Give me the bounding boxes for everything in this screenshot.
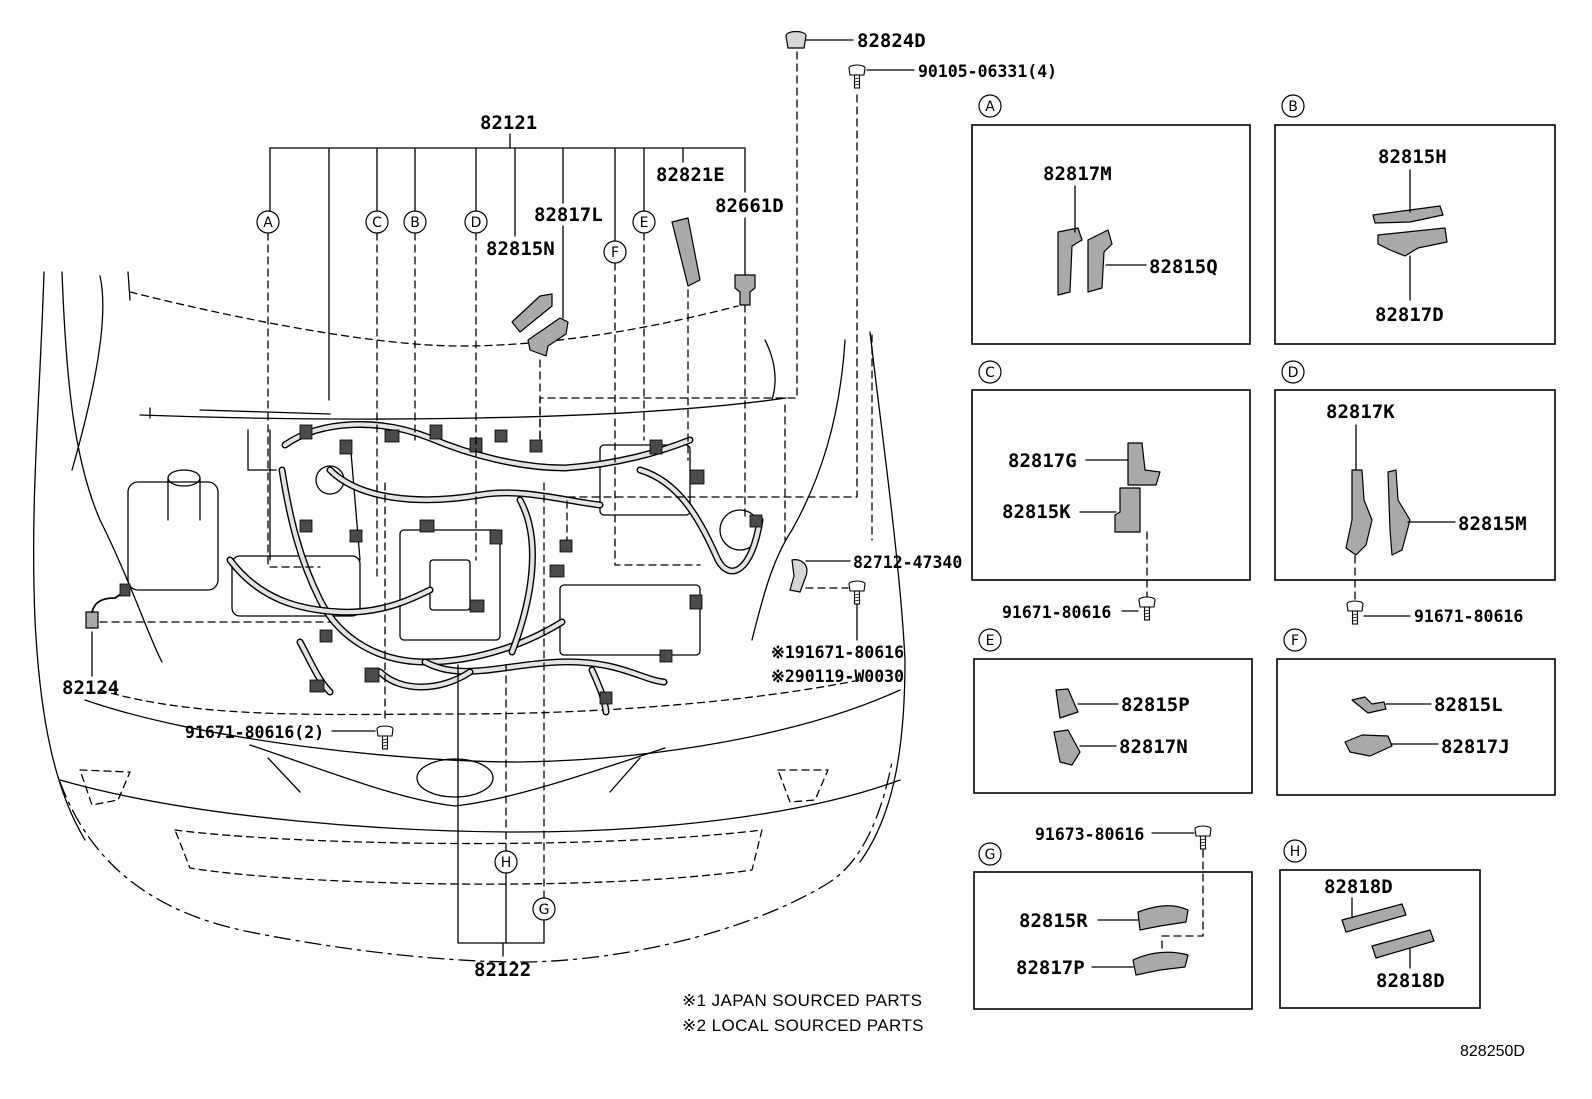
inset-e-part-2: 82817N [1119,736,1188,758]
label-note1-bolt: ※191671-80616 [771,643,904,662]
svg-text:E: E [640,215,649,231]
ref-marker-c: C [365,210,389,234]
inset-h: H 82818D 82818D [1279,839,1481,1009]
ref-marker-e: E [632,210,656,234]
svg-text:F: F [611,245,619,261]
label-82712-47340: 82712-47340 [853,553,962,572]
inset-g: 91673-80616 G 82815R 82817P [973,825,1253,1010]
inset-b-ref: B [1288,99,1298,115]
inset-d-part-1: 82817K [1326,401,1395,423]
inset-a-part-2: 82815Q [1149,256,1218,278]
inset-a-part-1: 82817M [1043,163,1112,185]
svg-text:H: H [501,855,512,871]
clamp-82815N-shape [511,293,553,333]
inset-f: F 82815L 82817J [1276,628,1556,796]
inset-h-part-2: 82818D [1376,970,1445,992]
label-note2-bolt: ※290119-W0030 [771,667,904,686]
label-82821E: 82821E [656,164,725,186]
svg-text:C: C [372,215,382,231]
inset-d-bolt-icon [1346,600,1364,625]
inset-f-part-2: 82817J [1441,736,1510,758]
footnote-local-sourced: ※2 LOCAL SOURCED PARTS [682,1016,924,1035]
svg-text:A: A [263,215,273,231]
cap-82824D-shape [785,30,807,49]
label-82124: 82124 [62,677,119,699]
clamp-82821E-shape [671,217,701,287]
label-82817L: 82817L [534,204,603,226]
svg-text:B: B [410,215,420,231]
inset-d-part-2: 82815M [1458,513,1527,535]
illustration-code: 828250D [1460,1043,1525,1060]
inset-c-bolt-icon [1138,596,1156,621]
inset-c-part-2: 82815K [1002,501,1071,523]
inset-c-ref: C [985,365,995,381]
ref-marker-f: F [603,240,627,264]
label-91671-80616-2: 91671-80616(2) [185,723,324,742]
bolt-front-icon [376,725,394,750]
inset-g-bolt: 91673-80616 [1035,825,1144,844]
svg-text:D: D [471,215,482,231]
label-82824D: 82824D [857,30,926,52]
clamp-82817L-shape [527,317,569,357]
main-part-labels: 82824D 90105-06331(4) 82121 82821E 82661… [62,30,1057,981]
inset-g-ref: G [985,847,996,863]
inset-b-part-1: 82815H [1378,146,1447,168]
bolt-note-icon [848,580,866,605]
inset-g-part-1: 82815R [1019,910,1088,932]
inset-b: B 82815H 82817D [1274,94,1556,345]
inset-c-part-1: 82817G [1008,450,1077,472]
inset-d-ref: D [1288,365,1299,381]
inset-e-ref: E [986,633,995,649]
inset-g-part-2: 82817P [1016,957,1085,979]
inset-g-bolt-icon [1194,825,1212,850]
wire-82124-shape [85,611,99,629]
inset-e-part-1: 82815P [1121,694,1190,716]
ref-marker-h: H [494,850,518,874]
label-82815N: 82815N [486,238,555,260]
inset-d: D 82817K 82815M 91671-80616 [1274,360,1556,626]
inset-f-ref: F [1291,633,1299,649]
label-82661D: 82661D [715,195,784,217]
inset-c: C 82817G 82815K 91671-80616 [971,360,1251,622]
ref-marker-g: G [532,897,556,921]
wiring-harness [230,424,760,712]
bolt-top-icon [848,64,866,89]
footnotes: ※1 JAPAN SOURCED PARTS ※2 LOCAL SOURCED … [682,991,924,1035]
ref-marker-a: A [256,210,280,234]
wire-82712-shape [789,559,808,593]
engine-bay-components [127,429,761,656]
inset-a-ref: A [985,99,995,115]
ref-marker-b: B [403,210,427,234]
vehicle-body-outline [32,271,906,963]
footnote-japan-sourced: ※1 JAPAN SOURCED PARTS [682,991,922,1010]
label-82122: 82122 [474,959,531,981]
main-callout-parts [85,30,866,750]
clamp-82661D-shape [734,274,756,306]
inset-h-ref: H [1290,844,1301,860]
label-90105-06331: 90105-06331(4) [918,62,1057,81]
ref-marker-d: D [464,210,488,234]
inset-d-bolt: 91671-80616 [1414,607,1523,626]
label-82121: 82121 [480,112,537,134]
inset-b-part-2: 82817D [1375,304,1444,326]
main-leader-lines [91,39,915,957]
harness-connectors [299,424,763,705]
inset-a: A 82817M 82815Q [971,94,1251,345]
inset-c-bolt: 91671-80616 [1002,603,1111,622]
inset-h-part-1: 82818D [1324,876,1393,898]
inset-e: E 82815P 82817N [973,628,1253,794]
inset-f-part-1: 82815L [1434,694,1503,716]
main-reference-markers: A C B D E F H G [256,210,656,921]
svg-text:G: G [539,902,550,918]
